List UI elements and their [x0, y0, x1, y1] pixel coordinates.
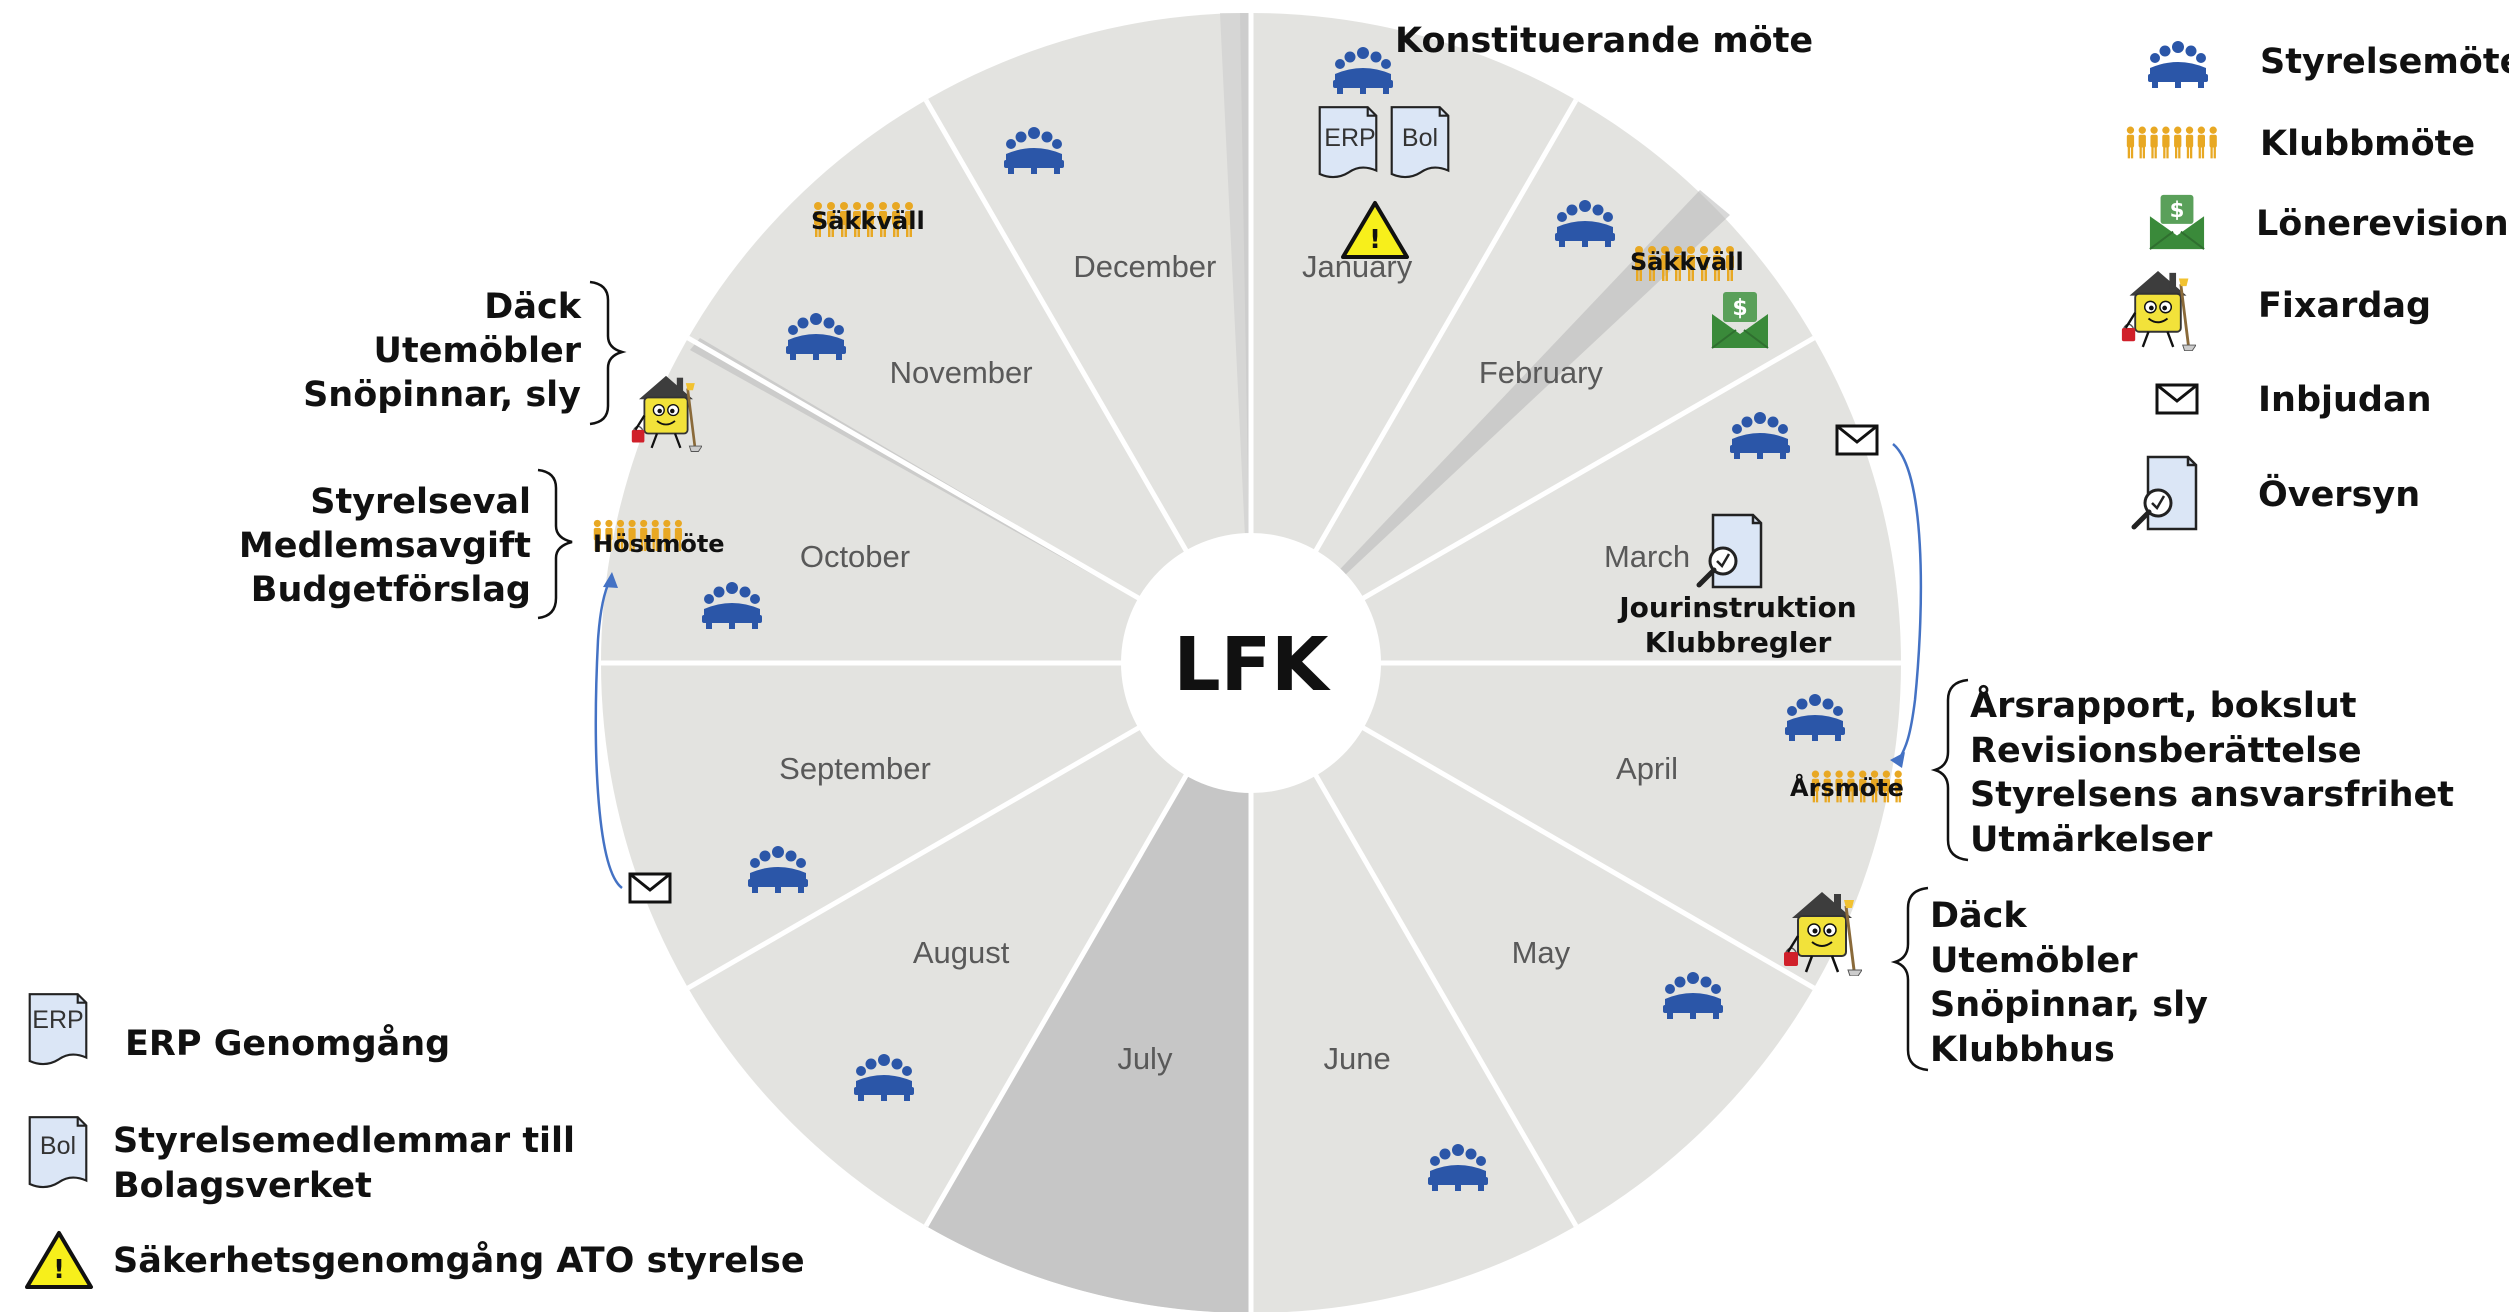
- legend-label: Klubbmöte: [2260, 124, 2475, 164]
- legend-bottom: ERP ERP Genomgång Bol Styrelsemedlemmar …: [25, 993, 805, 1289]
- center-label: LFK: [1173, 622, 1331, 708]
- january-title: Konstituerande möte: [1395, 21, 1813, 61]
- sakkvall-february-label: Säkkväll: [1630, 248, 1744, 276]
- legend-bol-doc-label: Bol: [40, 1132, 76, 1160]
- wheel-hub: [1121, 533, 1381, 793]
- april-list-item: Årsrapport, bokslut: [1970, 684, 2357, 726]
- arrow-head: [603, 572, 618, 588]
- warning-january: !: [1341, 201, 1409, 259]
- salary-review-icon: [2148, 193, 2206, 251]
- club-meeting-icon: [2126, 126, 2217, 159]
- april-list-item: Utmärkelser: [1970, 820, 2213, 860]
- october-list-item: Medlemsavgift: [239, 526, 531, 566]
- april-list-item: Styrelsens ansvarsfrihet: [1970, 775, 2454, 815]
- autumn-fix-item: Utemöbler: [374, 331, 582, 371]
- arrow-invitation-hostmote: [594, 579, 623, 889]
- autumn-fix-item: Däck: [484, 287, 581, 327]
- review-icon: [2134, 457, 2196, 529]
- legend-label: Inbjudan: [2258, 380, 2432, 420]
- march-note-line-2: Klubbregler: [1645, 626, 1832, 659]
- month-label-july: July: [1117, 1041, 1173, 1076]
- erp-doc-label: ERP: [1324, 124, 1375, 152]
- arsmote-label: Årsmöte: [1790, 773, 1904, 802]
- legend-warning-mark: !: [53, 1255, 65, 1285]
- month-label-november: November: [890, 355, 1033, 390]
- envelope-icon: [1835, 424, 1879, 456]
- legend-erp-doc-label: ERP: [32, 1006, 83, 1034]
- may-list-item: Utemöbler: [1930, 941, 2138, 981]
- month-label-june: June: [1323, 1041, 1390, 1076]
- legend-label: Styrelsemöte: [2260, 42, 2509, 82]
- april-brace: [1930, 678, 1969, 862]
- march-note-line-1: Jourinstruktion: [1617, 591, 1857, 624]
- month-label-february: February: [1479, 355, 1604, 390]
- may-list-item: Klubbhus: [1930, 1030, 2115, 1070]
- month-labels: JanuaryFebruaryMarchAprilMayJuneJulyAugu…: [779, 249, 1690, 1076]
- sakkvall-december-label: Säkkväll: [811, 207, 925, 235]
- warning-mark: !: [1369, 225, 1381, 255]
- month-label-december: December: [1073, 249, 1216, 284]
- fix-day-icon: [2120, 269, 2196, 351]
- legend-label: Bolagsverket: [113, 1166, 372, 1206]
- arrow-invitation-arsmote: [1892, 443, 1923, 759]
- envelope-icon: [2155, 383, 2199, 415]
- may-list-item: Snöpinnar, sly: [1930, 985, 2208, 1025]
- year-wheel: JanuaryFebruaryMarchAprilMayJuneJulyAugu…: [601, 13, 1901, 1312]
- envelope-icon: [628, 872, 672, 904]
- may-brace: [1890, 886, 1929, 1072]
- october-list-item: Budgetförslag: [251, 570, 531, 610]
- month-label-may: May: [1512, 935, 1571, 970]
- autumn-fix-item: Snöpinnar, sly: [303, 375, 581, 415]
- legend-label: Säkerhetsgenomgång ATO styrelse: [113, 1240, 805, 1281]
- legend-right: Styrelsemöte Klubbmöte Lönerevision Fixa…: [2120, 41, 2509, 529]
- arrow-head: [1890, 752, 1905, 768]
- bol-doc: Bol: [1390, 106, 1450, 179]
- board-meeting-icon: [2148, 41, 2208, 88]
- legend-label: Översyn: [2258, 473, 2420, 515]
- legend-label: ERP Genomgång: [125, 1023, 450, 1064]
- may-list-item: Däck: [1930, 896, 2027, 936]
- april-list-item: Revisionsberättelse: [1970, 731, 2362, 771]
- erp-doc: ERP: [1318, 106, 1378, 179]
- bol-doc-label: Bol: [1402, 124, 1438, 152]
- month-label-august: August: [913, 935, 1010, 970]
- hostmote-label: Höstmöte: [593, 530, 725, 558]
- month-label-march: March: [1604, 539, 1690, 574]
- legend-label: Fixardag: [2258, 286, 2431, 326]
- month-label-september: September: [779, 751, 931, 786]
- legend-label: Styrelsemedlemmar till: [113, 1121, 575, 1161]
- legend-label: Lönerevision: [2256, 204, 2509, 244]
- october-list-item: Styrelseval: [310, 482, 531, 522]
- july-segment: [926, 663, 1251, 1312]
- month-label-october: October: [800, 539, 910, 574]
- month-label-april: April: [1616, 751, 1678, 786]
- autumn-fix-brace: [589, 280, 627, 426]
- october-brace: [537, 468, 573, 620]
